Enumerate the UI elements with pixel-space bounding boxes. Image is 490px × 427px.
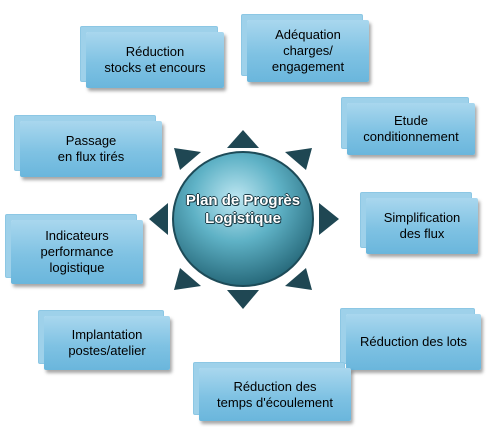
- node-indicateurs: Indicateurs performance logistique: [11, 220, 143, 284]
- node-label: Implantation postes/atelier: [68, 327, 146, 358]
- triangle-bottom-right: [285, 268, 312, 290]
- triangle-left: [149, 203, 168, 235]
- triangle-top: [227, 130, 259, 148]
- triangle-bottom: [227, 290, 259, 309]
- node-implantation: Implantation postes/atelier: [44, 316, 170, 370]
- node-label: Passage en flux tirés: [57, 133, 125, 164]
- node-reduction-temps: Réduction des temps d'écoulement: [199, 368, 351, 421]
- node-adequation: Adéquation charges/ engagement: [247, 20, 369, 82]
- node-reduction-lots: Réduction des lots: [346, 314, 481, 370]
- node-passage-flux: Passage en flux tirés: [20, 121, 162, 177]
- node-label: Réduction des temps d'écoulement: [217, 378, 333, 410]
- triangle-right: [319, 203, 339, 235]
- hub-circle: [172, 151, 314, 287]
- node-label: Etude conditionnement: [363, 113, 459, 144]
- node-label: Adéquation charges/ engagement: [271, 27, 345, 74]
- node-label: Indicateurs performance logistique: [40, 228, 114, 275]
- node-label: Réduction stocks et encours: [104, 44, 206, 75]
- triangle-top-left: [174, 148, 201, 170]
- triangle-top-right: [285, 148, 312, 170]
- triangle-bottom-left: [174, 268, 201, 290]
- node-label: Réduction des lots: [360, 334, 467, 349]
- node-simplification: Simplification des flux: [366, 198, 478, 254]
- node-label: Simplification des flux: [383, 210, 461, 241]
- star-triangles: [149, 130, 339, 309]
- center-label: Plan de Progrès Logistique: [185, 192, 301, 227]
- node-etude-conditionnement: Etude conditionnement: [347, 103, 475, 155]
- node-reduction-stocks: Réduction stocks et encours: [86, 32, 224, 88]
